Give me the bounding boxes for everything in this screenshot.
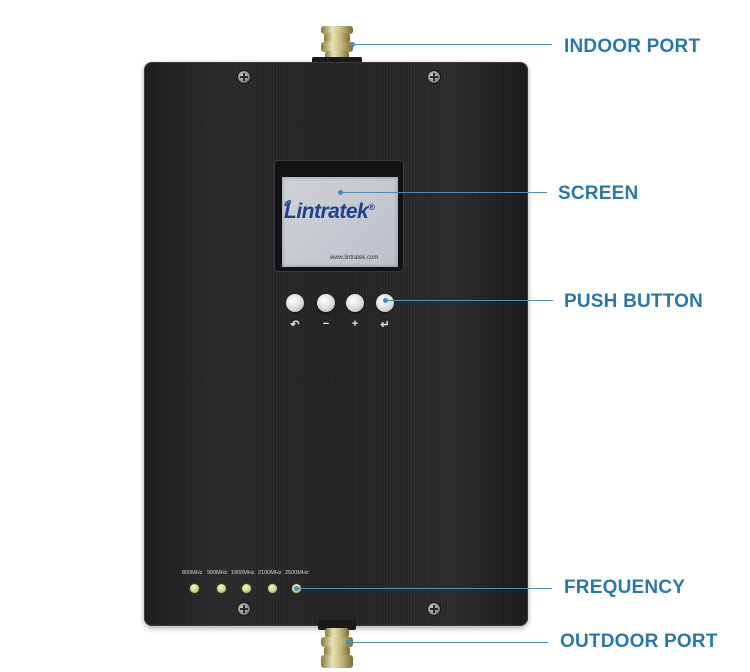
enter-icon: ↵ xyxy=(380,319,390,331)
callout-line-push-button xyxy=(385,300,553,301)
back-icon: ↶ xyxy=(290,319,300,331)
callout-line-outdoor-port xyxy=(348,642,548,643)
freq-label-900: 900MHz xyxy=(207,570,228,576)
callout-frequency: FREQUENCY xyxy=(564,577,686,598)
brand-url: www.lintratek.com xyxy=(330,255,379,261)
callout-line-frequency xyxy=(296,588,552,589)
callout-push-button: PUSH BUTTON xyxy=(564,291,704,312)
callout-outdoor-port: OUTDOOR PORT xyxy=(560,631,718,652)
led-2100-indicator xyxy=(268,584,277,593)
back-button[interactable] xyxy=(286,294,304,312)
brand-logo: Lintratek® xyxy=(284,200,396,232)
led-1800-indicator xyxy=(242,584,251,593)
screw-icon xyxy=(238,71,250,83)
callout-screen: SCREEN xyxy=(558,183,639,204)
screw-icon xyxy=(428,603,440,615)
minus-button[interactable] xyxy=(317,294,335,312)
freq-label-1800: 1800MHz xyxy=(231,570,255,576)
wifi-signal-icon xyxy=(284,200,292,207)
plus-button[interactable] xyxy=(346,294,364,312)
callout-line-screen xyxy=(340,192,547,193)
screw-icon xyxy=(428,71,440,83)
callout-indoor-port: INDOOR PORT xyxy=(564,36,701,57)
brand-registered: ® xyxy=(368,202,375,212)
led-900-indicator xyxy=(217,584,226,593)
freq-label-800: 800MHz xyxy=(182,570,203,576)
minus-icon: − xyxy=(322,318,330,330)
repeater-body xyxy=(144,62,528,626)
enter-button[interactable] xyxy=(376,294,394,312)
freq-label-2100: 2100MHz xyxy=(258,570,282,576)
freq-label-2500: 2500MHz xyxy=(285,570,309,576)
callout-line-indoor-port xyxy=(352,44,552,45)
outdoor-port-mount xyxy=(318,620,356,630)
brand-name: Lintratek xyxy=(284,200,369,223)
led-800-indicator xyxy=(190,584,199,593)
outdoor-port-connector xyxy=(321,628,353,668)
screw-icon xyxy=(238,603,250,615)
plus-icon: + xyxy=(351,318,359,330)
indoor-port-connector xyxy=(321,26,353,62)
